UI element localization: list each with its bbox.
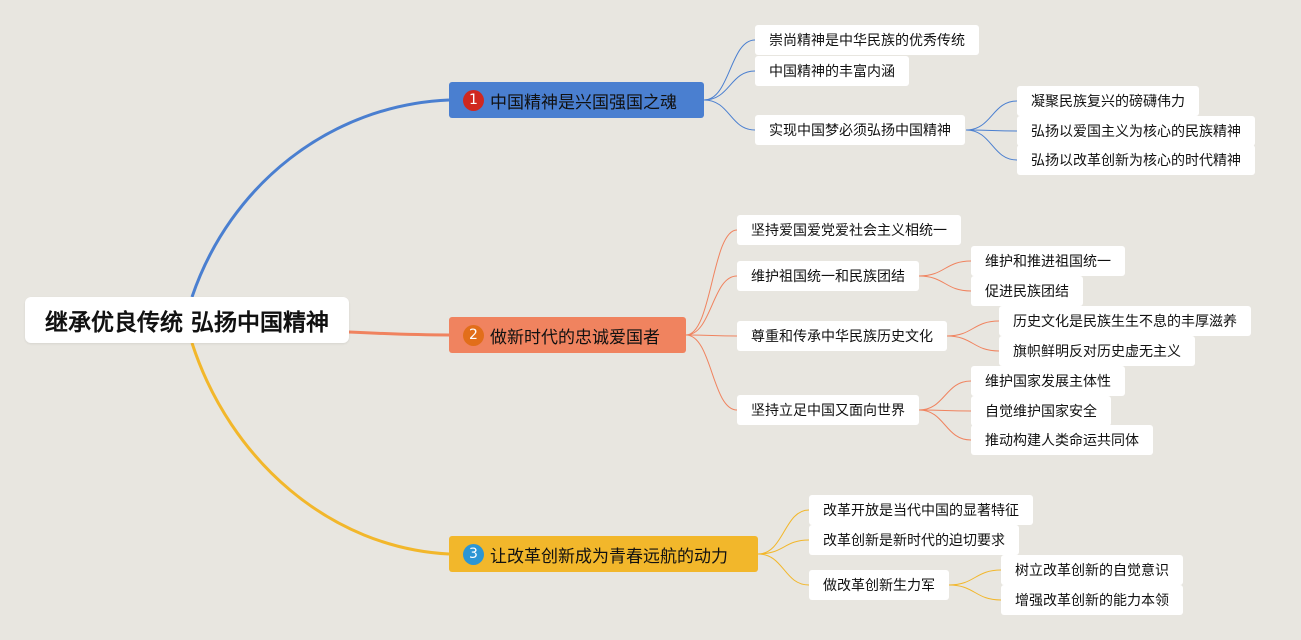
root-to-branch-2-line [348,330,450,337]
b1-3-child-2[interactable]: 弘扬以爱国主义为核心的民族精神 [1017,116,1255,146]
root-to-branch-3-line [190,342,450,556]
b2-4-link-3 [918,409,972,441]
b3-link-3 [757,553,810,586]
b1-3-link-2 [965,129,1018,132]
b1-link-3 [703,99,756,131]
b1-3-link-1 [965,100,1018,131]
root-to-branch-1-line [190,98,450,298]
b1-child-3[interactable]: 实现中国梦必须弘扬中国精神 [755,115,965,145]
b2-3-link-2 [946,335,1000,352]
b2-child-2[interactable]: 维护祖国统一和民族团结 [737,261,919,291]
b2-link-2 [685,275,738,336]
b3-3-link-2 [948,584,1002,601]
b3-3-child-1[interactable]: 树立改革创新的自觉意识 [1001,555,1183,585]
branch-2-topic[interactable]: 2 做新时代的忠诚爱国者 [449,317,686,353]
branch-3-label: 让改革创新成为青春远航的动力 [490,546,728,567]
b1-child-2[interactable]: 中国精神的丰富内涵 [755,56,909,86]
branch-2-label: 做新时代的忠诚爱国者 [490,327,660,348]
b2-2-child-1[interactable]: 维护和推进祖国统一 [971,246,1125,276]
b2-link-4 [685,334,738,411]
b2-2-child-2[interactable]: 促进民族团结 [971,276,1083,306]
b2-4-link-1 [918,380,972,411]
b1-link-1 [703,39,756,101]
branch-1-number-badge: 1 [463,89,484,111]
b1-child-1[interactable]: 崇尚精神是中华民族的优秀传统 [755,25,979,55]
b2-3-child-1[interactable]: 历史文化是民族生生不息的丰厚滋养 [999,306,1251,336]
b3-link-2 [757,539,810,555]
b2-3-child-2[interactable]: 旗帜鲜明反对历史虚无主义 [999,336,1195,366]
b3-link-1 [757,509,810,555]
b2-child-4[interactable]: 坚持立足中国又面向世界 [737,395,919,425]
b2-4-child-2[interactable]: 自觉维护国家安全 [971,396,1111,426]
branch-2-number-badge: 2 [463,324,484,346]
b3-child-1[interactable]: 改革开放是当代中国的显著特征 [809,495,1033,525]
branch-1-label: 中国精神是兴国强国之魂 [490,92,677,113]
b3-3-link-1 [948,569,1002,586]
b1-3-child-3[interactable]: 弘扬以改革创新为核心的时代精神 [1017,145,1255,175]
b1-link-2 [703,70,756,101]
b3-child-3[interactable]: 做改革创新生力军 [809,570,949,600]
b2-link-3 [685,334,738,337]
b2-3-link-1 [946,320,1000,337]
branch-3-topic[interactable]: 3 让改革创新成为青春远航的动力 [449,536,758,572]
b2-2-link-1 [918,260,972,277]
b2-4-child-3[interactable]: 推动构建人类命运共同体 [971,425,1153,455]
root-topic[interactable]: 继承优良传统 弘扬中国精神 [25,297,349,343]
b2-2-link-2 [918,275,972,292]
branch-3-number-badge: 3 [463,543,484,565]
b1-3-child-1[interactable]: 凝聚民族复兴的磅礴伟力 [1017,86,1199,116]
b2-child-3[interactable]: 尊重和传承中华民族历史文化 [737,321,947,351]
branch-1-topic[interactable]: 1 中国精神是兴国强国之魂 [449,82,704,118]
b2-4-child-1[interactable]: 维护国家发展主体性 [971,366,1125,396]
b2-child-1[interactable]: 坚持爱国爱党爱社会主义相统一 [737,215,961,245]
b3-child-2[interactable]: 改革创新是新时代的迫切要求 [809,525,1019,555]
b3-3-child-2[interactable]: 增强改革创新的能力本领 [1001,585,1183,615]
b2-4-link-2 [918,409,972,412]
b1-3-link-3 [965,129,1018,161]
b2-link-1 [685,229,738,336]
